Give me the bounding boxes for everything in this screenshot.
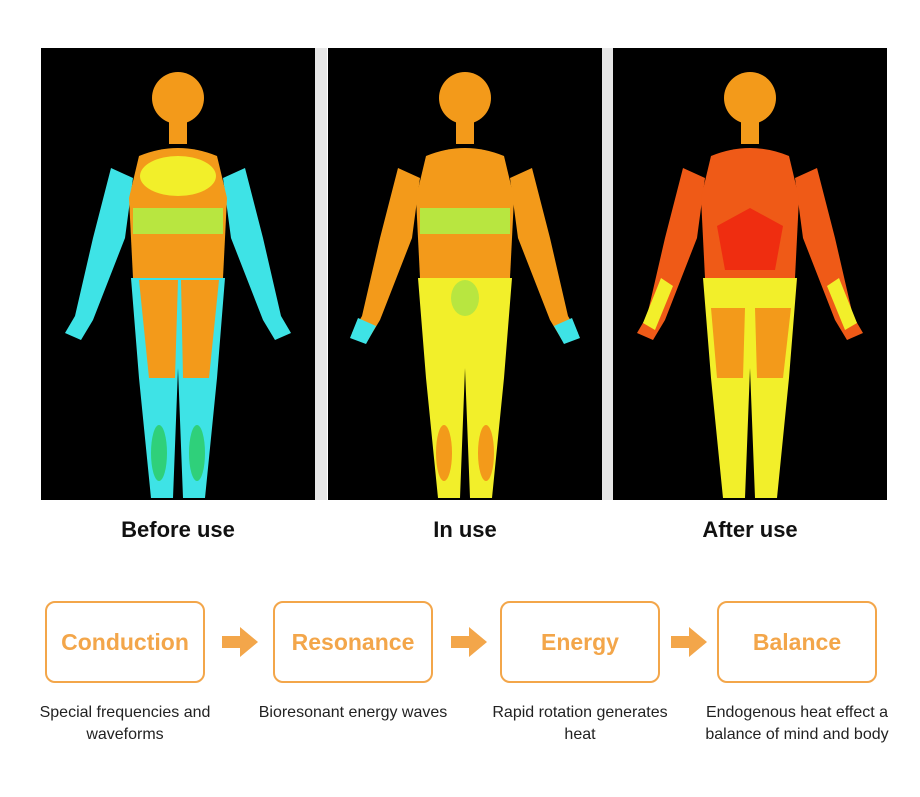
thermal-image-in-use bbox=[328, 48, 602, 500]
panel-divider bbox=[315, 48, 327, 500]
thermal-image-after bbox=[613, 48, 887, 500]
body-silhouette-in-use bbox=[350, 72, 580, 498]
stage-energy: Energy bbox=[500, 601, 660, 683]
stage-resonance: Resonance bbox=[273, 601, 433, 683]
right-arrow-icon bbox=[671, 627, 707, 657]
caption-before-use: Before use bbox=[121, 517, 235, 542]
desc-energy: Rapid rotation generates heat bbox=[492, 704, 668, 743]
right-arrow-icon bbox=[451, 627, 487, 657]
stage-conduction: Conduction bbox=[45, 601, 205, 683]
desc-conduction: Special frequencies and waveforms bbox=[39, 704, 211, 743]
desc-balance: Endogenous heat effect a balance of mind… bbox=[705, 704, 889, 743]
body-silhouette-before bbox=[65, 72, 291, 498]
right-arrow-icon bbox=[222, 627, 258, 657]
thermal-image-before bbox=[41, 48, 315, 500]
caption-after-use: After use bbox=[702, 517, 798, 542]
stage-balance: Balance bbox=[717, 601, 877, 683]
caption-in-use: In use bbox=[433, 517, 497, 542]
body-silhouette-after bbox=[637, 72, 863, 498]
desc-resonance: Bioresonant energy waves bbox=[258, 704, 448, 721]
panel-divider bbox=[602, 48, 614, 500]
